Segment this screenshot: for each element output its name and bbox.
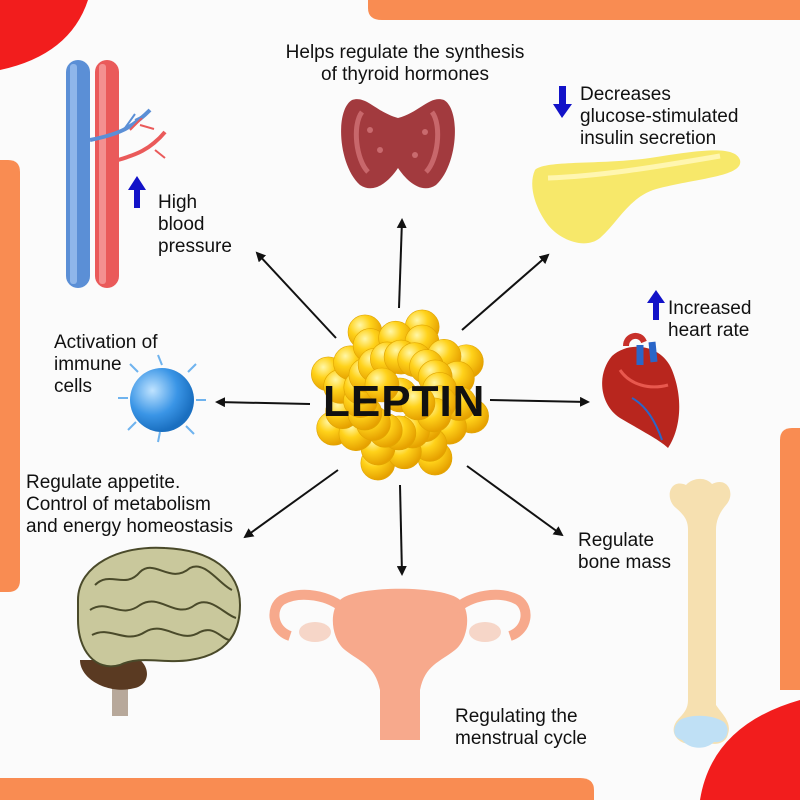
label-menstrual: Regulating the menstrual cycle: [455, 706, 587, 749]
label-blood-pressure: High blood pressure: [158, 192, 232, 257]
down-arrow-insulin-icon: [559, 86, 566, 106]
label-thyroid: Helps regulate the synthesis of thyroid …: [285, 42, 525, 85]
thyroid-icon: [341, 99, 455, 189]
arrow-insulin: [461, 253, 550, 331]
arrow-immune: [215, 397, 311, 408]
leptin-cluster-icon: [311, 309, 489, 481]
arrow-menstrual: [396, 484, 407, 576]
label-bone: Regulate bone mass: [578, 530, 671, 573]
label-heart-rate: Increased heart rate: [668, 298, 752, 341]
arrow-blood-pressure: [255, 251, 337, 339]
connector-arrows: [215, 218, 590, 576]
label-immune: Activation of immune cells: [54, 332, 158, 397]
heart-icon: [602, 332, 680, 448]
arrow-heart-rate: [489, 396, 590, 407]
immune-cell-icon: [118, 354, 206, 443]
arrow-bone: [466, 465, 564, 537]
pancreas-icon: [532, 150, 741, 244]
uterus-icon: [269, 588, 531, 740]
blood-vessel-icon: [66, 60, 167, 288]
brain-icon: [77, 546, 242, 716]
up-arrow-blood-pressure-icon: [134, 188, 140, 208]
label-appetite: Regulate appetite. Control of metabolism…: [26, 472, 234, 537]
up-arrow-heart-rate-icon: [653, 300, 659, 320]
label-insulin: Decreases glucose-stimulated insulin sec…: [580, 84, 739, 149]
bone-icon: [669, 478, 731, 748]
leptin-title: LEPTIN: [323, 377, 486, 426]
arrow-thyroid: [396, 218, 407, 309]
arrow-appetite: [243, 469, 339, 539]
